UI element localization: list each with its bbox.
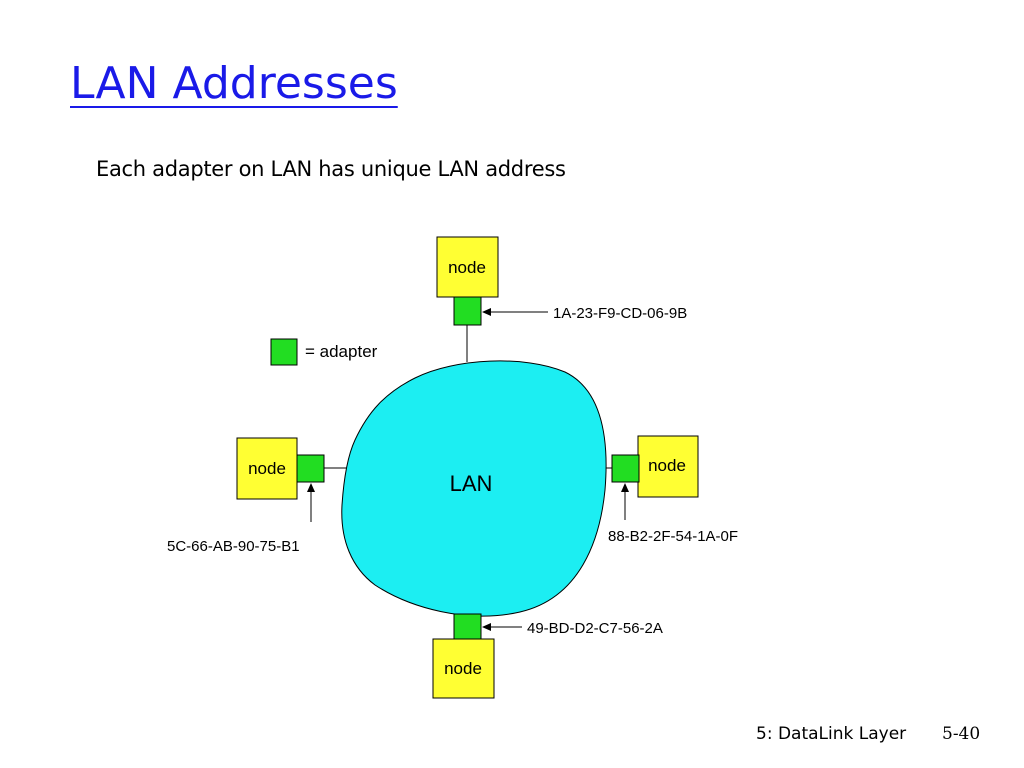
node-bottom	[432, 638, 495, 699]
node-top-label: node	[448, 258, 486, 277]
node-left-label: node	[248, 459, 286, 478]
adapter-right	[611, 454, 640, 483]
address-top: 1A-23-F9-CD-06-9B	[553, 305, 687, 322]
node-right-label: node	[648, 456, 686, 475]
node-left	[236, 437, 298, 500]
slide-title: LAN Addresses	[70, 58, 398, 109]
legend-adapter-swatch	[270, 338, 298, 366]
lan-cloud	[341, 360, 607, 617]
adapter-top	[453, 296, 482, 326]
legend-label: = adapter	[305, 342, 378, 361]
address-bottom: 49-BD-D2-C7-56-2A	[527, 620, 663, 637]
footer-page-number: 5-40	[942, 724, 981, 744]
address-left: 5C-66-AB-90-75-B1	[167, 538, 300, 555]
slide-subtitle: Each adapter on LAN has unique LAN addre…	[96, 157, 566, 181]
node-right	[637, 435, 699, 498]
footer-section-label: 5: DataLink Layer	[756, 724, 907, 744]
adapter-bottom	[453, 613, 482, 640]
lan-label: LAN	[450, 471, 493, 496]
node-bottom-label: node	[444, 659, 482, 678]
address-right: 88-B2-2F-54-1A-0F	[608, 528, 738, 545]
node-top	[436, 236, 499, 298]
adapter-left	[296, 454, 325, 483]
